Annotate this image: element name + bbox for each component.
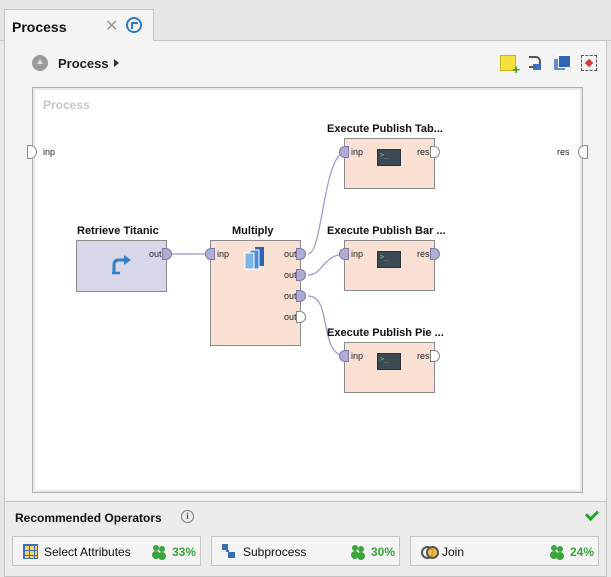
chevron-right-icon[interactable] (113, 59, 119, 67)
terminal-icon (377, 353, 401, 370)
process-panel: Process Process inp res Retrieve Titanic (4, 41, 607, 501)
breadcrumb: Process (32, 54, 119, 72)
tab-process[interactable]: Process ✕ (4, 9, 154, 42)
port-label: inp (351, 249, 364, 259)
recommended-operators-panel: Recommended Operators i Select Attribute… (4, 501, 607, 577)
port-label: res (417, 147, 430, 157)
layers-icon[interactable] (554, 55, 571, 71)
input-port[interactable] (339, 350, 349, 362)
wire-multiply-publish-table (307, 151, 347, 255)
parent-level-icon[interactable] (32, 55, 48, 71)
subprocess-icon (222, 544, 237, 559)
recommended-join[interactable]: Join 24% (410, 536, 599, 566)
output-port[interactable] (430, 248, 440, 260)
operator-execute-publish-table[interactable]: inp res (339, 138, 440, 189)
output-port[interactable] (296, 269, 306, 281)
recommended-title: Recommended Operators (15, 511, 162, 525)
input-port[interactable] (205, 248, 215, 260)
wire-multiply-publish-pie (307, 295, 347, 357)
process-input-label: inp (43, 147, 56, 157)
terminal-icon (377, 251, 401, 268)
output-port[interactable] (296, 248, 306, 260)
recommended-percent: 24% (569, 545, 594, 559)
fit-view-icon[interactable] (581, 55, 597, 71)
port-label: out (284, 291, 297, 301)
process-result-label: res (557, 147, 570, 157)
multiply-icon (244, 247, 264, 270)
process-canvas[interactable]: Process inp res Retrieve Titanic out (27, 87, 588, 493)
operator-title: Retrieve Titanic (77, 225, 159, 237)
operator-title: Execute Publish Tab... (327, 123, 443, 135)
close-icon[interactable]: ✕ (105, 18, 119, 35)
output-port[interactable] (296, 290, 306, 302)
process-result-port[interactable] (578, 145, 588, 159)
chevron-down-icon[interactable] (584, 506, 600, 522)
port-label: inp (351, 351, 364, 361)
process-input-port[interactable] (27, 145, 37, 159)
output-port[interactable] (430, 146, 440, 158)
restore-icon[interactable] (126, 17, 142, 33)
output-port[interactable] (430, 350, 440, 362)
operator-multiply[interactable]: inp out out out out (205, 240, 306, 346)
port-label: out (284, 249, 297, 259)
table-icon (23, 544, 38, 559)
join-icon (421, 544, 439, 559)
input-port[interactable] (339, 146, 349, 158)
input-port[interactable] (339, 248, 349, 260)
operator-title: Multiply (232, 225, 274, 237)
info-icon[interactable]: i (181, 510, 194, 523)
recommended-percent: 30% (370, 545, 395, 559)
operator-title: Execute Publish Bar ... (327, 225, 446, 237)
recommended-subprocess[interactable]: Subprocess 30% (211, 536, 400, 566)
port-label: out (284, 312, 297, 322)
output-port[interactable] (162, 248, 172, 260)
recommended-name: Join (442, 545, 465, 559)
recommended-name: Subprocess (243, 545, 307, 559)
terminal-icon (377, 149, 401, 166)
add-note-icon[interactable] (500, 55, 520, 77)
canvas-title: Process (43, 98, 90, 112)
users-icon (153, 545, 168, 559)
port-label: res (417, 249, 430, 259)
operator-title: Execute Publish Pie ... (327, 327, 444, 339)
port-label: out (284, 270, 297, 280)
canvas-toolbar (500, 55, 597, 77)
port-label: inp (217, 249, 230, 259)
port-label: out (149, 249, 162, 259)
operator-retrieve-titanic[interactable]: out (76, 240, 172, 292)
port-label: res (417, 351, 430, 361)
recommended-percent: 33% (171, 545, 196, 559)
retrieve-icon (112, 255, 131, 275)
operator-execute-publish-pie[interactable]: inp res (339, 342, 440, 393)
output-port[interactable] (296, 311, 306, 323)
auto-wire-icon[interactable] (527, 55, 543, 71)
recommended-name: Select Attributes (44, 545, 131, 559)
operator-execute-publish-bar[interactable]: inp res (339, 240, 440, 291)
port-label: inp (351, 147, 364, 157)
tab-strip: Process ✕ (0, 0, 611, 42)
recommended-select-attributes[interactable]: Select Attributes 33% (12, 536, 201, 566)
users-icon (551, 545, 566, 559)
users-icon (352, 545, 367, 559)
breadcrumb-process[interactable]: Process (58, 55, 109, 71)
tab-title: Process (12, 19, 67, 35)
